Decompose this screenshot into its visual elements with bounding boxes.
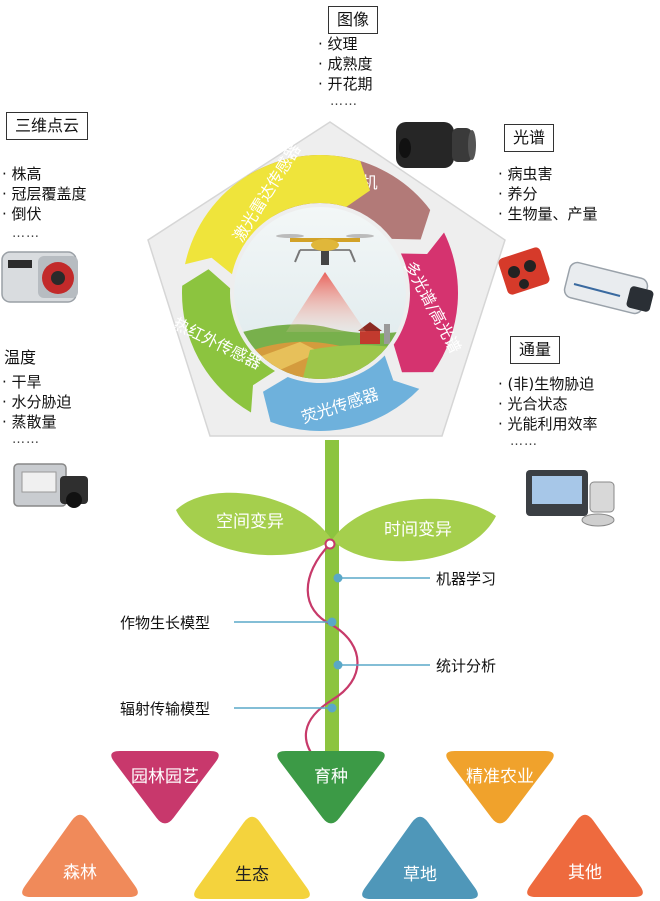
list-item: 养分 bbox=[498, 184, 598, 204]
list-item: 光能利用效率 bbox=[498, 414, 598, 434]
temperature-panel-list: 干旱 水分胁迫 蒸散量 bbox=[2, 372, 72, 432]
spectrum-panel-title: 光谱 bbox=[504, 124, 555, 152]
drone-icon bbox=[276, 234, 374, 265]
application-triangle bbox=[527, 814, 643, 897]
temperature-panel-more: …… bbox=[12, 432, 40, 447]
pointcloud-panel-title: 三维点云 bbox=[6, 112, 89, 140]
list-item: 成熟度 bbox=[318, 54, 373, 74]
ring-segment bbox=[263, 355, 420, 431]
spectrum-panel-list: 病虫害 养分 生物量、产量 bbox=[498, 164, 598, 224]
application-triangle bbox=[22, 814, 138, 897]
list-item: 光合状态 bbox=[498, 394, 598, 414]
multispectral-camera-icon bbox=[498, 247, 550, 295]
ring-segment bbox=[185, 155, 370, 275]
list-item: 株高 bbox=[2, 164, 87, 184]
application-triangle bbox=[194, 816, 310, 899]
pointcloud-panel-list: 株高 冠层覆盖度 倒伏 bbox=[2, 164, 87, 224]
application-label: 精准农业 bbox=[466, 767, 534, 787]
statistical-analysis-label: 统计分析 bbox=[436, 657, 497, 675]
application-triangle bbox=[111, 751, 219, 824]
crop-growth-model-label: 作物生长模型 bbox=[120, 614, 211, 632]
right-leaf bbox=[332, 498, 496, 562]
machine-learning-label: 机器学习 bbox=[436, 570, 497, 588]
list-item: 干旱 bbox=[2, 372, 72, 392]
thermal-camera-icon bbox=[13, 463, 88, 508]
flux-panel-title: 通量 bbox=[510, 336, 561, 364]
application-label: 园林园艺 bbox=[131, 767, 199, 787]
digital-camera-icon bbox=[396, 122, 476, 168]
list-item: 病虫害 bbox=[498, 164, 598, 184]
list-item: 冠层覆盖度 bbox=[2, 184, 87, 204]
left-leaf bbox=[176, 492, 332, 556]
sensor-beam bbox=[286, 272, 366, 332]
application-label: 草地 bbox=[403, 865, 437, 885]
radiative-transfer-model-label: 辐射传输模型 bbox=[120, 700, 211, 718]
list-item: 纹理 bbox=[318, 34, 373, 54]
application-label: 其他 bbox=[568, 863, 602, 883]
right-leaf-label: 时间变异 bbox=[384, 520, 452, 540]
list-item: 水分胁迫 bbox=[2, 392, 72, 412]
left-leaf-label: 空间变异 bbox=[216, 512, 284, 532]
flux-panel-more: …… bbox=[510, 434, 538, 449]
ring-segment bbox=[393, 232, 458, 373]
temperature-panel-title: 温度 bbox=[4, 348, 37, 367]
image-panel-title: 图像 bbox=[328, 6, 379, 34]
list-item: 开花期 bbox=[318, 74, 373, 94]
application-triangle bbox=[446, 751, 554, 824]
image-panel-list: 纹理 成熟度 开花期 bbox=[318, 34, 373, 94]
helix-arrow bbox=[304, 543, 359, 766]
application-label: 育种 bbox=[314, 767, 348, 787]
list-item: 倒伏 bbox=[2, 204, 87, 224]
application-triangle bbox=[362, 816, 478, 899]
plant-stem bbox=[325, 440, 339, 770]
lidar-scanner-icon bbox=[1, 251, 78, 303]
barn-icon bbox=[360, 330, 380, 344]
list-item: 蒸散量 bbox=[2, 412, 72, 432]
ring-segment bbox=[182, 269, 275, 413]
center-scene bbox=[234, 207, 406, 379]
method-connectors bbox=[234, 573, 430, 713]
pointcloud-panel-more: …… bbox=[12, 226, 40, 241]
application-label: 生态 bbox=[235, 865, 269, 885]
list-item: (非)生物胁迫 bbox=[498, 374, 598, 394]
list-item: 生物量、产量 bbox=[498, 204, 598, 224]
flux-instrument-icon bbox=[526, 470, 615, 527]
flux-panel-list: (非)生物胁迫 光合状态 光能利用效率 bbox=[498, 374, 598, 434]
application-label: 森林 bbox=[63, 863, 97, 883]
application-triangle bbox=[277, 751, 385, 824]
hyperspectral-camera-icon bbox=[563, 261, 654, 315]
image-panel-more: …… bbox=[330, 94, 358, 109]
